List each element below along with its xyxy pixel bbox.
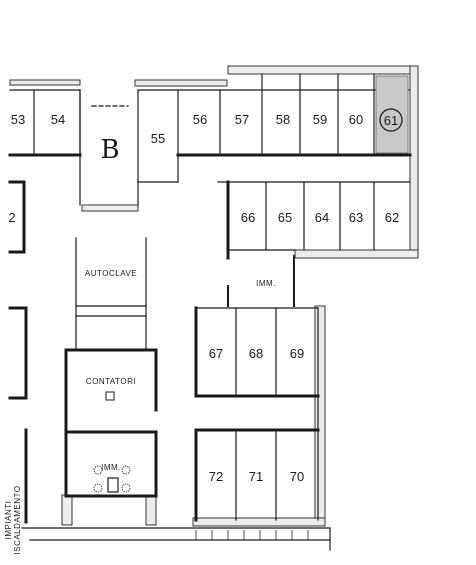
- unit-72-label: 72: [209, 469, 223, 484]
- unit-62-label: 62: [385, 210, 399, 225]
- meter-box-icon: [105, 391, 115, 401]
- unit-60-label: 60: [349, 112, 363, 127]
- unit-70-label: 70: [290, 469, 304, 484]
- partial-unit-label: 2: [8, 210, 15, 225]
- unit-67-label: 67: [209, 346, 223, 361]
- imm-top-label: IMM.: [256, 279, 276, 288]
- unit-64-label: 64: [315, 210, 329, 225]
- unit-66-label: 66: [241, 210, 255, 225]
- top-row-walls: [8, 73, 412, 206]
- second-row-walls: [217, 180, 411, 307]
- imm-bottom-label: IMM.: [101, 463, 121, 472]
- unit-63-label: 63: [349, 210, 363, 225]
- block-b-label: B: [100, 135, 119, 165]
- boiler-icon: [107, 477, 119, 493]
- left-walls: [8, 180, 28, 524]
- contatori-label: CONTATORI: [86, 377, 136, 386]
- unit-59-label: 59: [313, 112, 327, 127]
- cylinder-icons: [93, 465, 131, 493]
- autoclave-label: AUTOCLAVE: [85, 269, 137, 278]
- riscaldamento-label: ISCALDAMENTO: [13, 486, 22, 555]
- unit-53-label: 53: [11, 112, 25, 127]
- highlighted-unit-61[interactable]: [375, 75, 409, 154]
- unit-58-label: 58: [276, 112, 290, 127]
- unit-69-label: 69: [290, 346, 304, 361]
- unit-61-circle: [379, 108, 403, 132]
- unit-57-label: 57: [235, 112, 249, 127]
- center-walls: [21, 237, 331, 551]
- unit-61-label: 61: [384, 113, 398, 128]
- unit-68-label: 68: [249, 346, 263, 361]
- unit-55-label: 55: [151, 131, 165, 146]
- outer-walls: [9, 65, 419, 527]
- unit-56-label: 56: [193, 112, 207, 127]
- unit-65-label: 65: [278, 210, 292, 225]
- stair-hatch: [195, 530, 309, 540]
- impianti-label: IMPIANTI: [4, 501, 13, 540]
- unit-54-label: 54: [51, 112, 65, 127]
- bottom-right-walls: [194, 306, 320, 522]
- unit-71-label: 71: [249, 469, 263, 484]
